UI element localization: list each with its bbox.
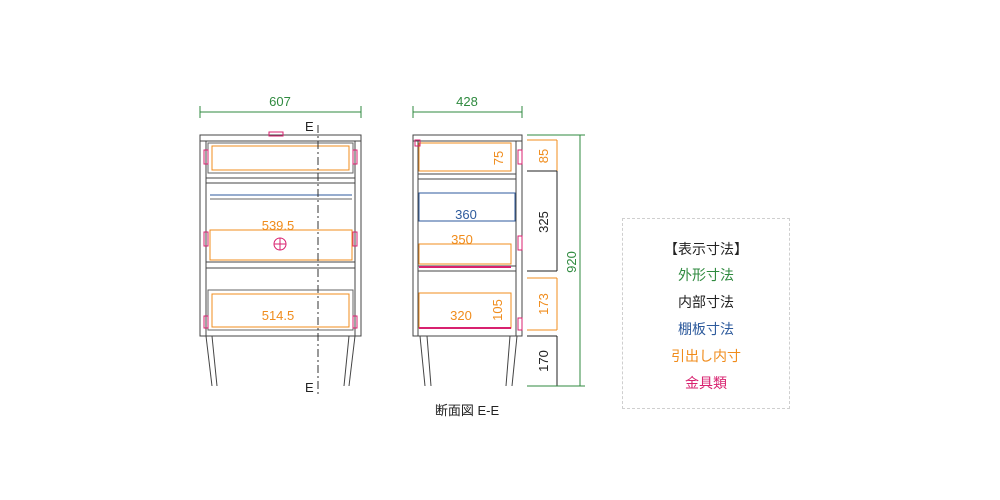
bottom-drawer-depth-label: 320 bbox=[450, 308, 472, 323]
side-dimension-lines bbox=[527, 134, 585, 387]
front-upper-inner-label: 539.5 bbox=[262, 218, 295, 233]
front-view bbox=[199, 106, 362, 395]
top-drawer-inner-label: 75 bbox=[491, 151, 506, 165]
section-caption: 断面図 E-E bbox=[435, 403, 500, 418]
legend-item-drawer: 引出し内寸 bbox=[671, 349, 741, 365]
bottom-height-label: 173 bbox=[536, 293, 551, 315]
leg-height-label: 170 bbox=[536, 350, 551, 372]
legend-title: 【表示寸法】 bbox=[664, 242, 748, 258]
section-view bbox=[412, 106, 523, 387]
middle-height-label: 325 bbox=[536, 211, 551, 233]
middle-drawer-label: 350 bbox=[451, 232, 473, 247]
front-lower-inner-label: 514.5 bbox=[262, 308, 295, 323]
total-height-label: 920 bbox=[564, 251, 579, 273]
section-mark-bottom: E bbox=[305, 380, 314, 395]
front-width-label: 607 bbox=[269, 94, 291, 109]
legend-item-outer: 外形寸法 bbox=[678, 268, 734, 284]
section-mark-top: E bbox=[305, 119, 314, 134]
top-height-label: 85 bbox=[536, 149, 551, 163]
shelf-label: 360 bbox=[455, 207, 477, 222]
legend-box: 【表示寸法】 外形寸法 内部寸法 棚板寸法 引出し内寸 金具類 bbox=[622, 218, 790, 409]
legend-item-shelf: 棚板寸法 bbox=[678, 322, 734, 338]
legend-item-inner: 内部寸法 bbox=[678, 295, 734, 311]
legend-item-hardware: 金具類 bbox=[685, 376, 727, 392]
section-depth-label: 428 bbox=[456, 94, 478, 109]
bottom-drawer-inner-label: 105 bbox=[490, 299, 505, 321]
